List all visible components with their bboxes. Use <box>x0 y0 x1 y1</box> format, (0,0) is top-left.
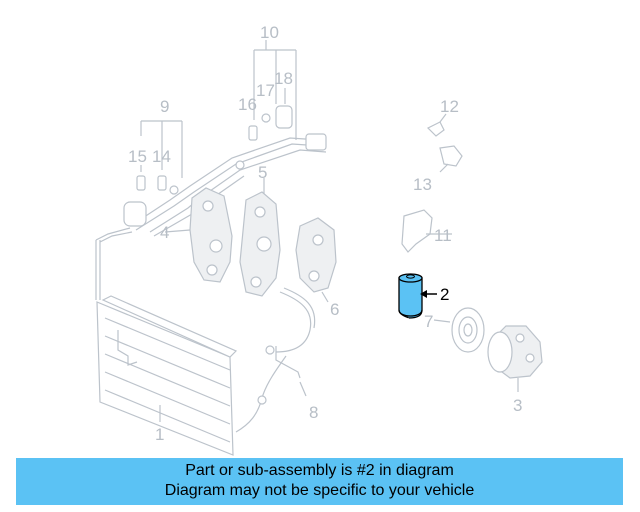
leader-9 <box>140 120 183 178</box>
info-banner: Part or sub-assembly is #2 in diagram Di… <box>16 458 623 505</box>
callout-8: 8 <box>309 403 318 422</box>
callout-7: 7 <box>424 312 433 331</box>
compressor-3 <box>487 325 543 392</box>
condenser-line <box>95 227 133 300</box>
callout-15: 15 <box>128 147 147 166</box>
fittings <box>136 105 293 191</box>
clutch-7 <box>433 307 485 353</box>
callout-10: 10 <box>260 23 279 42</box>
bracket-11 <box>401 209 452 253</box>
hose-8 <box>235 287 316 433</box>
callout-1: 1 <box>155 425 164 444</box>
callout-16: 16 <box>238 95 257 114</box>
compressor-bracket-4 <box>164 187 233 283</box>
condenser-part-1 <box>96 295 238 456</box>
callout-18: 18 <box>274 69 293 88</box>
banner-line-2: Diagram may not be specific to your vehi… <box>164 482 475 499</box>
callout-3: 3 <box>513 396 522 415</box>
compressor-bracket-5 <box>239 178 281 297</box>
callout-4: 4 <box>160 223 169 242</box>
callout-6: 6 <box>330 300 339 319</box>
callout-11: 11 <box>434 226 452 245</box>
callout-13: 13 <box>413 175 432 194</box>
callout-5: 5 <box>258 163 267 182</box>
switch-13 <box>439 145 463 173</box>
leader-2 <box>420 290 437 298</box>
switch-12 <box>426 113 447 137</box>
callout-12: 12 <box>440 97 459 116</box>
banner-line-1: Part or sub-assembly is #2 in diagram <box>185 462 454 479</box>
receiver-drier-part-2 <box>398 273 423 319</box>
callout-2: 2 <box>440 285 449 304</box>
bracket-6 <box>295 217 337 303</box>
callout-9: 9 <box>160 97 169 116</box>
callout-14: 14 <box>152 147 171 166</box>
leader-10 <box>253 40 297 140</box>
callout-17: 17 <box>256 81 275 100</box>
